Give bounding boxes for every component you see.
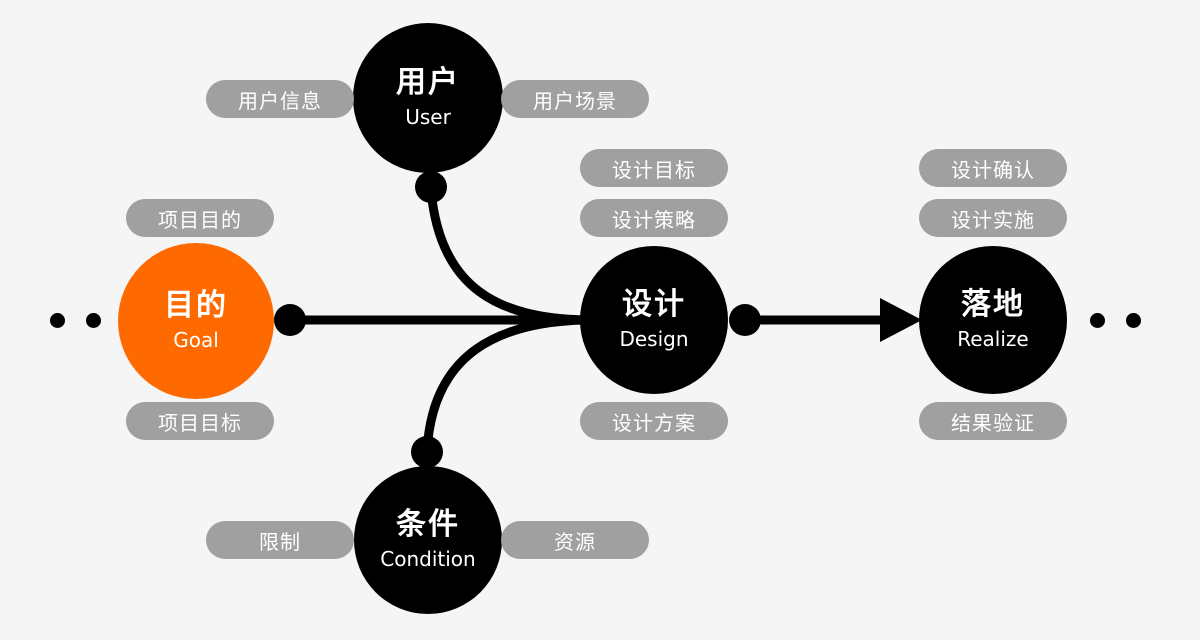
design-tag-target: 设计目标 xyxy=(580,149,728,187)
design-node-title: 设计 xyxy=(622,287,686,322)
user-tag-info: 用户信息 xyxy=(206,80,354,118)
left-ellipsis-dot-2 xyxy=(86,313,101,328)
left-ellipsis-dot-1 xyxy=(50,313,65,328)
design-node-subtitle: Design xyxy=(619,327,689,351)
design-connector-dot xyxy=(729,304,761,336)
realize-node-subtitle: Realize xyxy=(957,327,1029,351)
goal-connector-dot xyxy=(274,304,306,336)
goal-node-subtitle: Goal xyxy=(173,328,219,352)
right-ellipsis-dot-1 xyxy=(1090,313,1105,328)
user-node-title: 用户 xyxy=(396,65,460,100)
realize-node-title: 落地 xyxy=(961,287,1025,322)
goal-tag-project-purpose: 项目目的 xyxy=(126,199,274,237)
condition-to-design-curve xyxy=(422,315,586,453)
user-connector-dot xyxy=(415,171,447,203)
right-ellipsis-dot-2 xyxy=(1126,313,1141,328)
realize-tag-implement: 设计实施 xyxy=(919,199,1067,237)
goal-node: 目的 Goal xyxy=(118,243,274,399)
user-to-design-curve xyxy=(426,189,586,325)
condition-connector-dot xyxy=(411,436,443,468)
goal-tag-project-target: 项目目标 xyxy=(126,402,274,440)
realize-tag-verify: 结果验证 xyxy=(919,402,1067,440)
user-tag-scenario: 用户场景 xyxy=(501,80,649,118)
design-tag-solution: 设计方案 xyxy=(580,402,728,440)
condition-tag-resource: 资源 xyxy=(501,521,649,559)
design-tag-strategy: 设计策略 xyxy=(580,199,728,237)
design-node: 设计 Design xyxy=(580,246,728,394)
goal-node-title: 目的 xyxy=(164,288,228,323)
condition-tag-limit: 限制 xyxy=(206,521,354,559)
condition-node: 条件 Condition xyxy=(354,466,502,614)
user-node-subtitle: User xyxy=(405,105,451,129)
arrowhead-icon xyxy=(880,298,922,342)
realize-node: 落地 Realize xyxy=(919,246,1067,394)
realize-tag-confirm: 设计确认 xyxy=(919,149,1067,187)
user-node: 用户 User xyxy=(353,23,503,173)
condition-node-subtitle: Condition xyxy=(380,547,476,571)
condition-node-title: 条件 xyxy=(396,507,460,542)
